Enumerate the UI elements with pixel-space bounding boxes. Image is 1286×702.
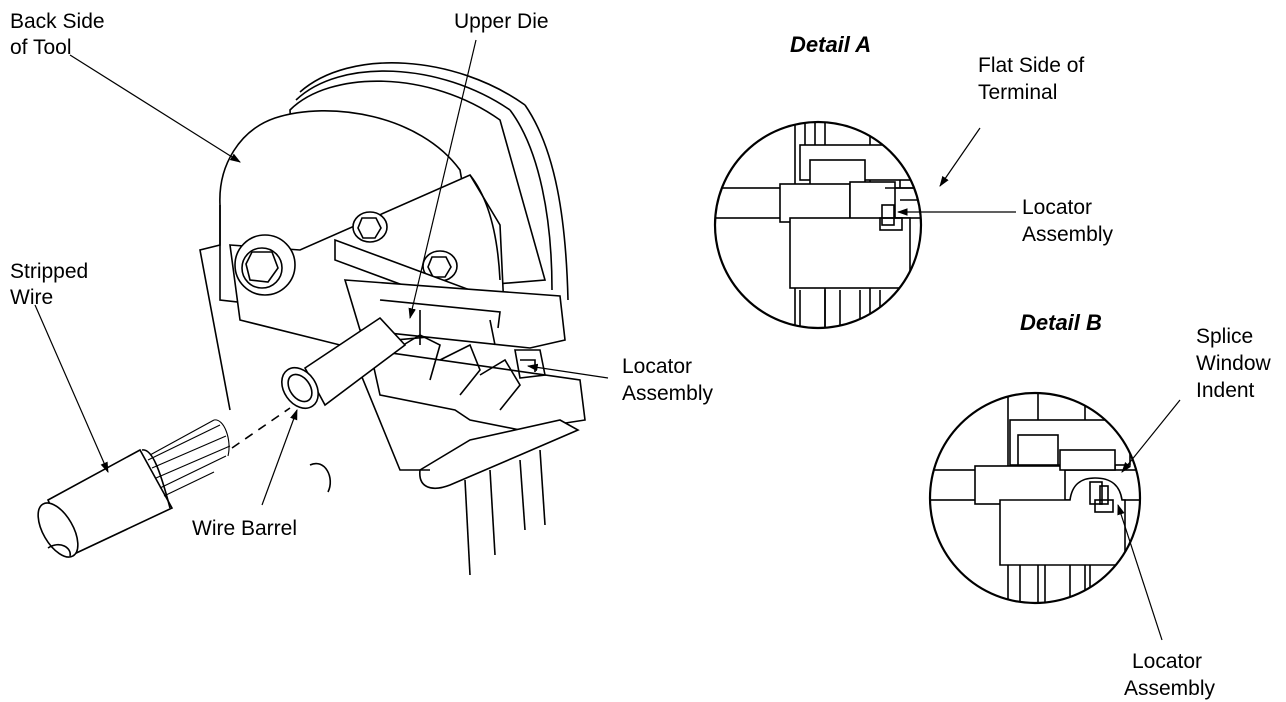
detail-a-content <box>715 122 921 328</box>
leader-locator-b <box>1117 503 1163 641</box>
leader-upper-die <box>408 39 477 320</box>
label-splice-window-indent: Splice Window Indent <box>1196 325 1277 402</box>
stripped-wire <box>37 419 231 558</box>
leader-wire-barrel <box>261 408 298 506</box>
detail-a-title: Detail A <box>790 32 871 57</box>
detail-a-circle <box>713 120 923 330</box>
detail-b-circle <box>928 391 1142 605</box>
label-locator-assembly-main: Locator Assembly <box>622 355 714 405</box>
splice-window <box>999 477 1126 566</box>
label-locator-assembly-b: Locator Assembly <box>1124 650 1216 700</box>
leader-stripped-wire <box>34 304 109 473</box>
leader-splice-window <box>1121 399 1181 473</box>
label-flat-side-of-terminal: Flat Side of Terminal <box>978 54 1090 104</box>
label-back-side-of-tool: Back Side of Tool <box>10 10 110 59</box>
detail-b-title: Detail B <box>1020 310 1102 335</box>
label-locator-assembly-a: Locator Assembly <box>1022 196 1114 246</box>
detail-a: Detail A Flat Side of Terminal Locator A… <box>713 32 1114 330</box>
label-upper-die: Upper Die <box>454 10 549 33</box>
die-block <box>343 279 566 349</box>
locator-assembly-part <box>514 349 546 379</box>
crimp-tool-illustration <box>37 62 586 576</box>
pivot-bolt <box>234 234 296 296</box>
screw-upper <box>352 211 388 243</box>
handle-bracket <box>419 419 580 489</box>
leader-flat-side <box>939 127 981 187</box>
wire-barrel <box>281 316 407 410</box>
insertion-path <box>231 407 291 449</box>
leader-back-side <box>69 54 241 163</box>
label-stripped-wire: Stripped Wire <box>10 260 94 309</box>
detail-b: Detail B Splice Window Indent Locator As… <box>928 310 1277 700</box>
lower-jaw <box>368 349 586 431</box>
detail-b-content <box>930 393 1140 603</box>
label-wire-barrel: Wire Barrel <box>192 517 297 540</box>
leader-locator-main <box>526 363 609 379</box>
